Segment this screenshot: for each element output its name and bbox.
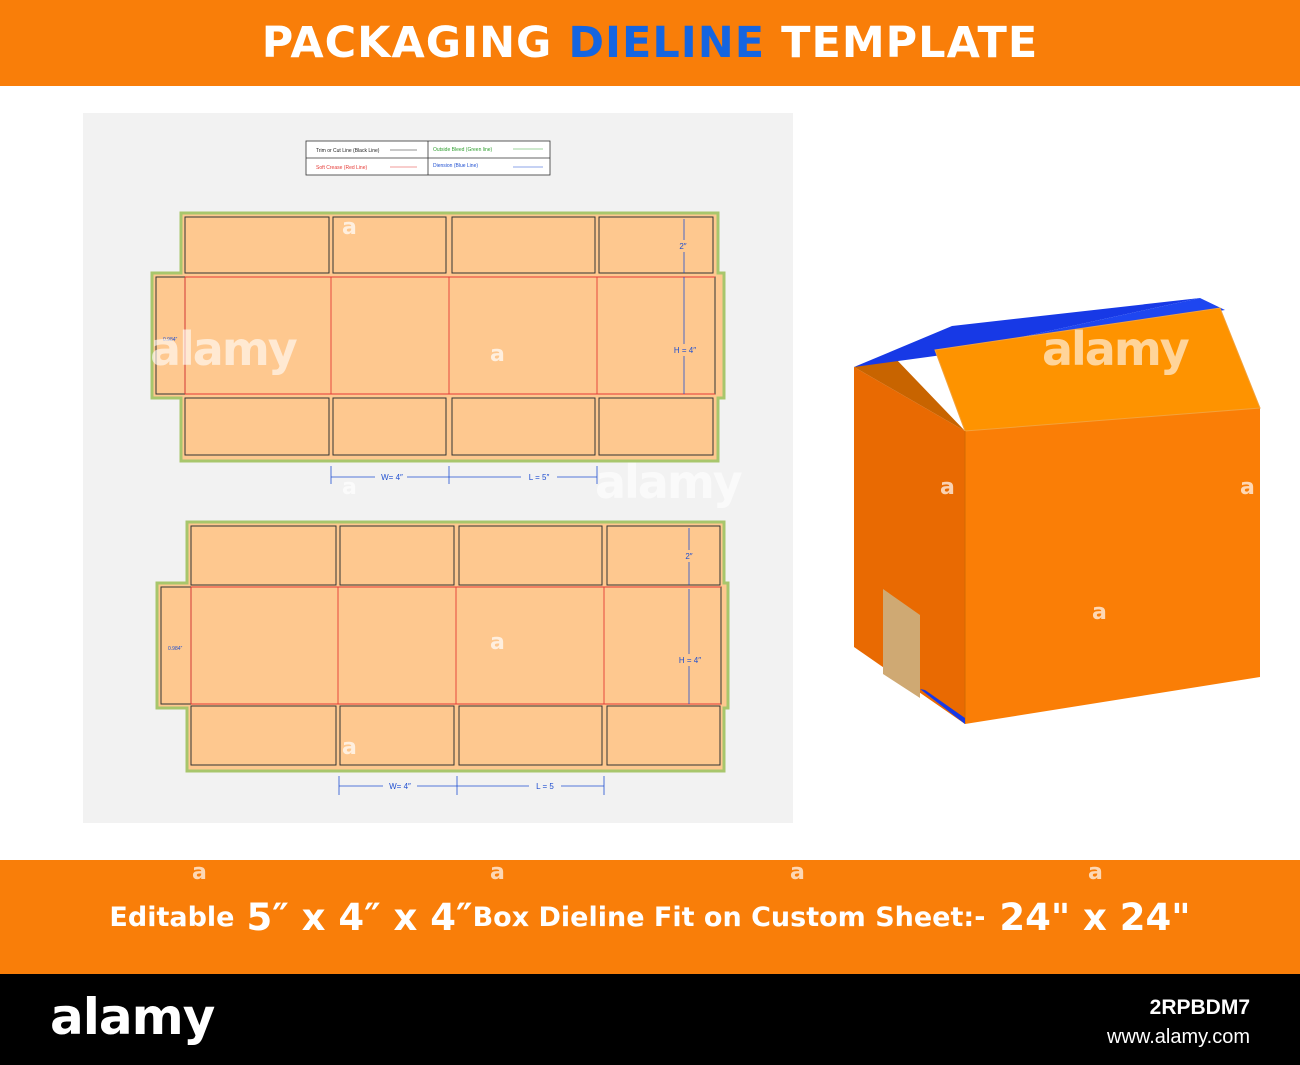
title-part2: TEMPLATE: [781, 18, 1039, 68]
dieline-top: 2″ H = 4″ 0.984″ W= 4″ L = 5″: [150, 211, 726, 484]
alamy-logo: alamy: [50, 988, 215, 1046]
dieline-drawing: Trim or Cut Line (Black Line) Outside Bl…: [150, 140, 730, 795]
box-side-flap: [854, 358, 965, 431]
box-front-face: [965, 408, 1260, 724]
banner-dimensions: 5″ x 4″ x 4″: [246, 895, 473, 939]
legend-crease-label: Soft Crease (Red Line): [316, 165, 367, 171]
legend-table: Trim or Cut Line (Black Line) Outside Bl…: [305, 140, 551, 176]
page-title: PACKAGING DIELINE TEMPLATE: [262, 18, 1038, 68]
top-flap-dimension: 2″: [679, 242, 686, 251]
info-banner: Editable 5″ x 4″ x 4″ Box Dieline Fit on…: [0, 860, 1300, 974]
title-part1: PACKAGING: [261, 18, 553, 68]
top-length-dimension: L = 5″: [529, 473, 550, 482]
legend-dimension-label: Diension (Blue Line): [433, 163, 478, 169]
bottom-flap-dimension: 2″: [685, 552, 692, 561]
banner-sheet-size: 24" x 24": [999, 895, 1191, 939]
image-id: 2RPBDM7: [1149, 996, 1250, 1019]
legend-trim-label: Trim or Cut Line (Black Line): [316, 148, 380, 154]
box-open-lid: [934, 307, 1261, 432]
title-highlight: DIELINE: [568, 18, 766, 68]
banner-middle: Box Dieline Fit on Custom Sheet:-: [472, 901, 986, 933]
box-3d-illustration: [854, 298, 1261, 724]
bottom-width-dimension: W= 4″: [389, 782, 411, 791]
top-glue-dimension: 0.984″: [163, 337, 178, 343]
bottom-glue-dimension: 0.984″: [168, 646, 183, 652]
banner-prefix: Editable: [109, 901, 235, 933]
dieline-panel: Trim or Cut Line (Black Line) Outside Bl…: [83, 113, 793, 823]
bottom-length-dimension: L = 5: [536, 782, 554, 791]
box-bottom-edge: [920, 689, 965, 724]
footer-bar: alamy 2RPBDM7 www.alamy.com: [0, 974, 1300, 1065]
box-side-face: [854, 367, 965, 724]
bottom-height-dimension: H = 4″: [679, 656, 701, 665]
legend-bleed-label: Outside Bleed (Green line): [433, 147, 493, 153]
header-banner: PACKAGING DIELINE TEMPLATE: [0, 0, 1300, 86]
top-height-dimension: H = 4″: [674, 346, 696, 355]
box-label-patch: [883, 589, 920, 698]
site-url: www.alamy.com: [1107, 1026, 1250, 1048]
dieline-bottom: 2″ H = 4″ 0.984″ W= 4″ L = 5: [155, 520, 730, 795]
top-width-dimension: W= 4″: [381, 473, 403, 482]
